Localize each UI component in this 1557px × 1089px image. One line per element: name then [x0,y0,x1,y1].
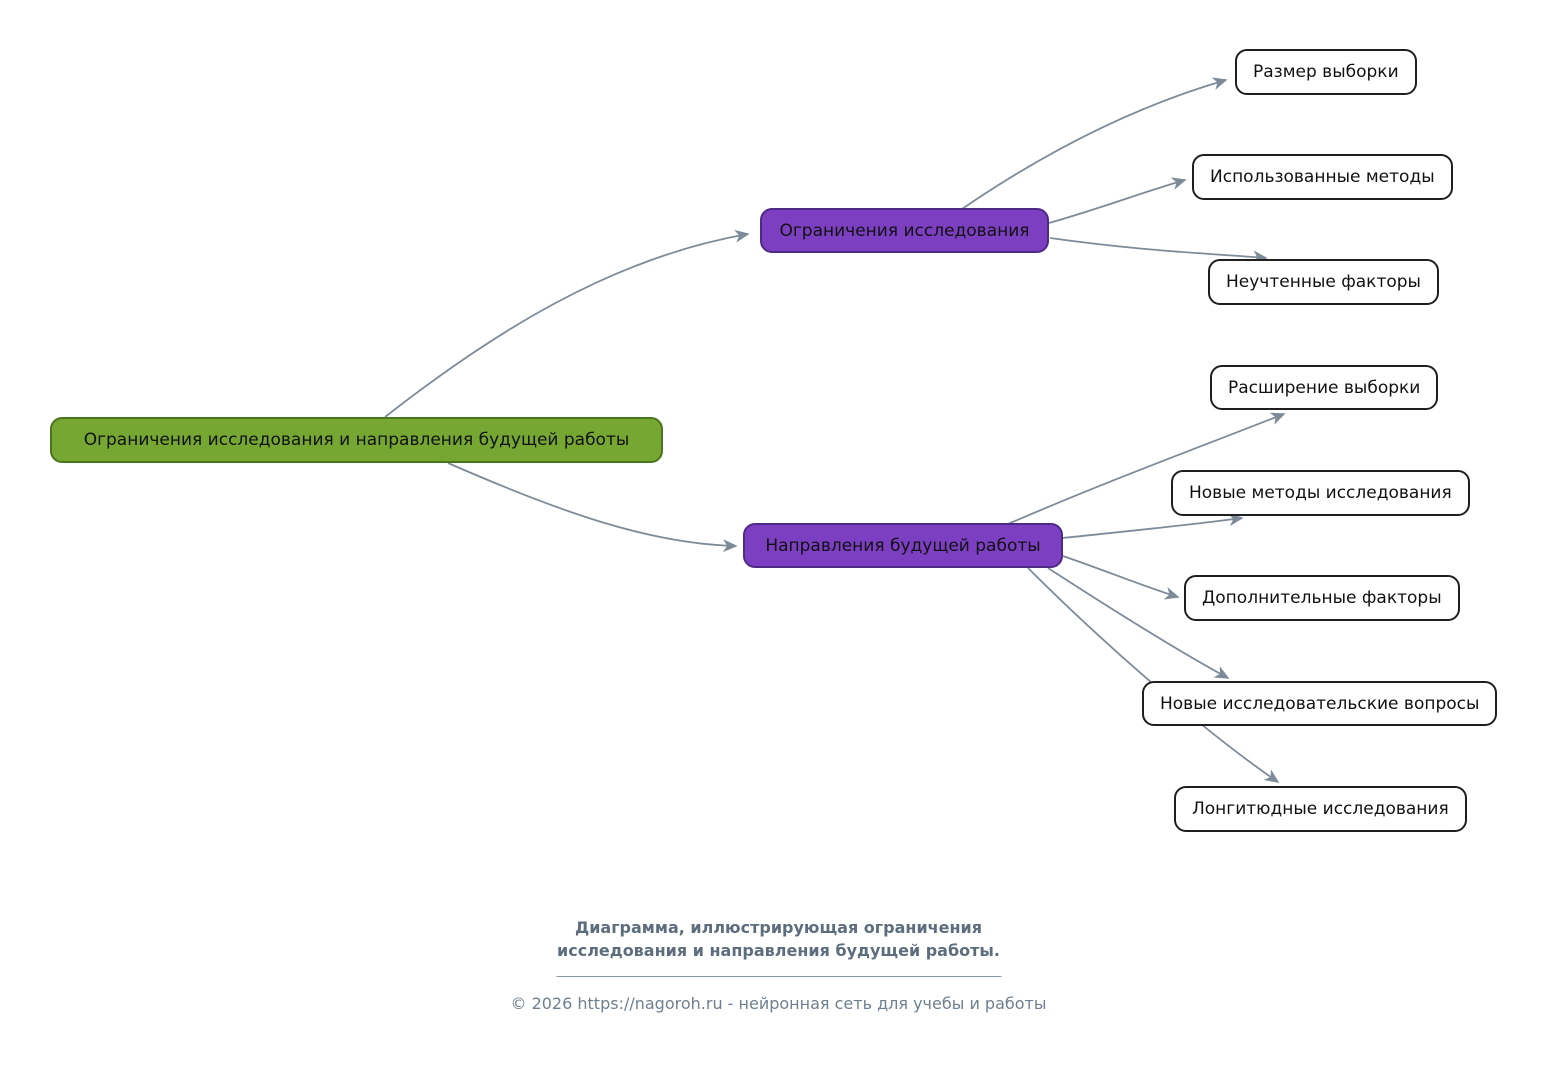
branch-node-limitations: Ограничения исследования [760,208,1049,253]
leaf-node-methods-used: Использованные методы [1192,154,1453,200]
leaf-node-longitudinal-studies-label: Лонгитюдные исследования [1192,799,1449,819]
root-node-label: Ограничения исследования и направления б… [83,430,630,450]
leaf-node-additional-factors: Дополнительные факторы [1184,575,1460,621]
leaf-node-methods-used-label: Использованные методы [1210,167,1435,187]
edge-root-to-limitations [384,229,750,418]
leaf-node-new-research-methods: Новые методы исследования [1171,470,1470,516]
edge-future-to-additional-factors [1062,555,1180,600]
edge-future-to-new-methods [1062,513,1244,539]
branch-node-limitations-label: Ограничения исследования [779,220,1030,241]
caption-divider [556,976,1001,977]
leaf-node-new-research-questions-label: Новые исследовательские вопросы [1160,693,1480,714]
leaf-node-sample-expansion-label: Расширение выборки [1228,377,1421,398]
leaf-node-unaccounted-factors-label: Неучтенные факторы [1226,272,1421,292]
leaf-node-new-research-methods-label: Новые методы исследования [1189,483,1452,503]
leaf-node-additional-factors-label: Дополнительные факторы [1202,588,1442,608]
edge-root-to-future-work [447,462,738,553]
copyright-footer: © 2026 https://nagoroh.ru - нейронная се… [510,994,1047,1013]
branch-node-future-work-label: Направления будущей работы [765,535,1041,556]
leaf-node-sample-size: Размер выборки [1235,49,1417,95]
leaf-node-new-research-questions: Новые исследовательские вопросы [1142,681,1498,726]
diagram-caption-line2: исследования и направления будущей работ… [557,941,1000,961]
diagram-caption-line1: Диаграмма, иллюстрирующая ограничения [574,918,983,937]
branch-node-future-work: Направления будущей работы [743,523,1063,568]
leaf-node-unaccounted-factors: Неучтенные факторы [1208,259,1439,305]
root-node: Ограничения исследования и направления б… [50,417,663,463]
edge-limitations-to-unaccounted-factors [1049,237,1268,264]
edge-limitations-to-methods-used [1048,177,1187,224]
diagram-caption: Диаграмма, иллюстрирующая ограничения ис… [0,916,1557,962]
leaf-node-sample-expansion: Расширение выборки [1210,365,1439,410]
leaf-node-sample-size-label: Размер выборки [1253,62,1399,82]
edge-limitations-to-sample-size [961,77,1228,210]
leaf-node-longitudinal-studies: Лонгитюдные исследования [1174,786,1467,832]
